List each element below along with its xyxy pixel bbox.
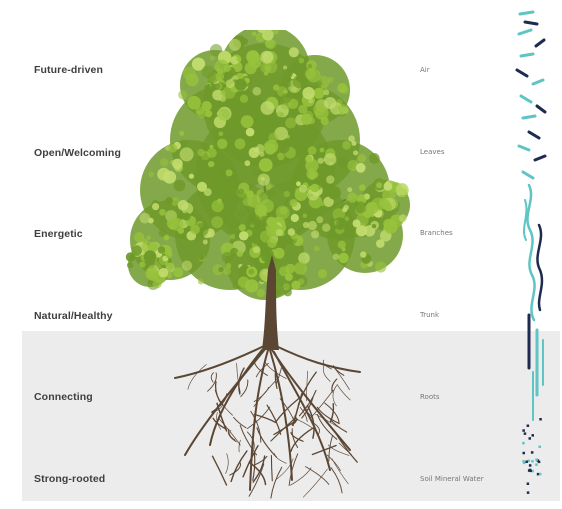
part-label-branches: Branches: [420, 229, 453, 237]
roots-icon: [175, 346, 360, 498]
part-label-air: Air: [420, 66, 430, 74]
part-label-soil: Soil Mineral Water: [420, 475, 484, 483]
tree-illustration-icon: [120, 30, 420, 500]
foliage-icon: [126, 30, 410, 300]
decorative-stripe-icon: [508, 4, 556, 504]
part-label-leaves: Leaves: [420, 148, 444, 156]
value-label-natural-healthy: Natural/Healthy: [34, 310, 113, 322]
value-label-open-welcoming: Open/Welcoming: [34, 147, 121, 159]
value-label-future-driven: Future-driven: [34, 64, 103, 76]
value-label-connecting: Connecting: [34, 391, 93, 403]
part-label-roots: Roots: [420, 393, 440, 401]
value-label-energetic: Energetic: [34, 228, 83, 240]
value-label-strong-rooted: Strong-rooted: [34, 473, 105, 485]
part-label-trunk: Trunk: [420, 311, 439, 319]
